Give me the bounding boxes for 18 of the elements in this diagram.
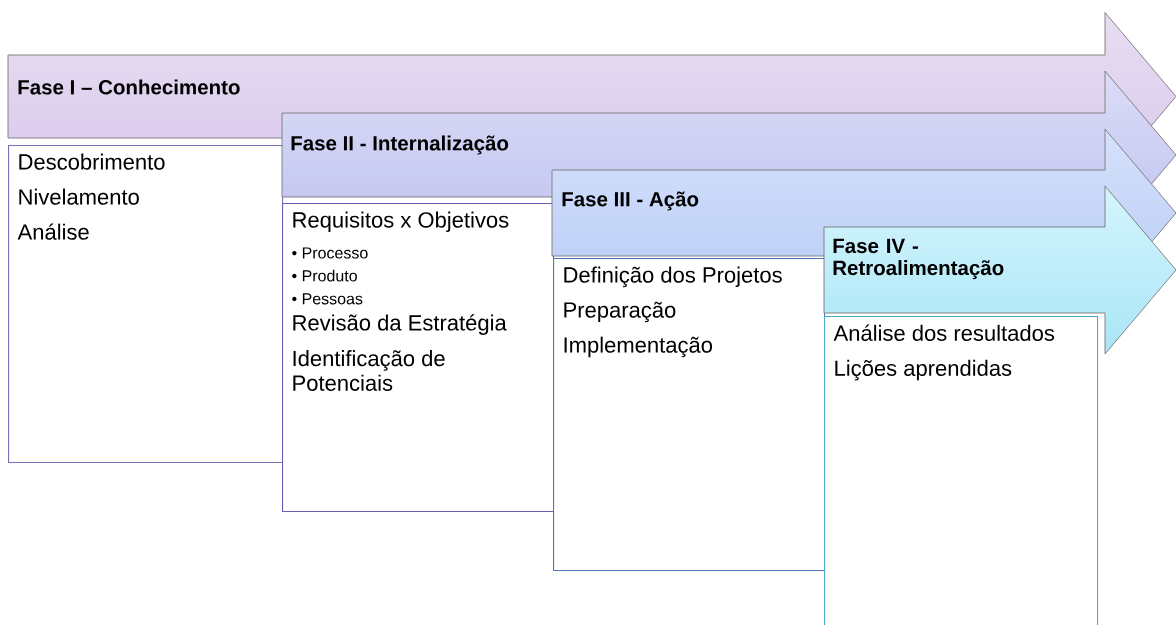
list-item: Nivelamento <box>19 188 139 205</box>
list-item: Análise dos resultados <box>833 324 1055 341</box>
list-item: Análise <box>17 223 89 240</box>
list-item: • Processo <box>292 247 368 259</box>
list-item: Preparação <box>564 301 676 323</box>
list-item: Identificação de Potenciais <box>293 350 445 391</box>
content-box <box>824 316 1099 625</box>
content-box <box>553 258 826 572</box>
list-item: Definição dos Projetos <box>564 266 782 288</box>
content-box <box>282 203 555 513</box>
list-item: • Produto <box>292 269 357 282</box>
list-item: Lições aprendidas <box>835 359 1012 381</box>
content-box <box>8 145 284 464</box>
list-item: Descobrimento <box>19 153 165 170</box>
list-item: • Pessoas <box>292 293 363 305</box>
list-item: Implementação <box>564 336 712 358</box>
list-item: Requisitos x Objetivos <box>293 211 509 233</box>
list-item: Revisão da Estratégia <box>293 314 507 335</box>
